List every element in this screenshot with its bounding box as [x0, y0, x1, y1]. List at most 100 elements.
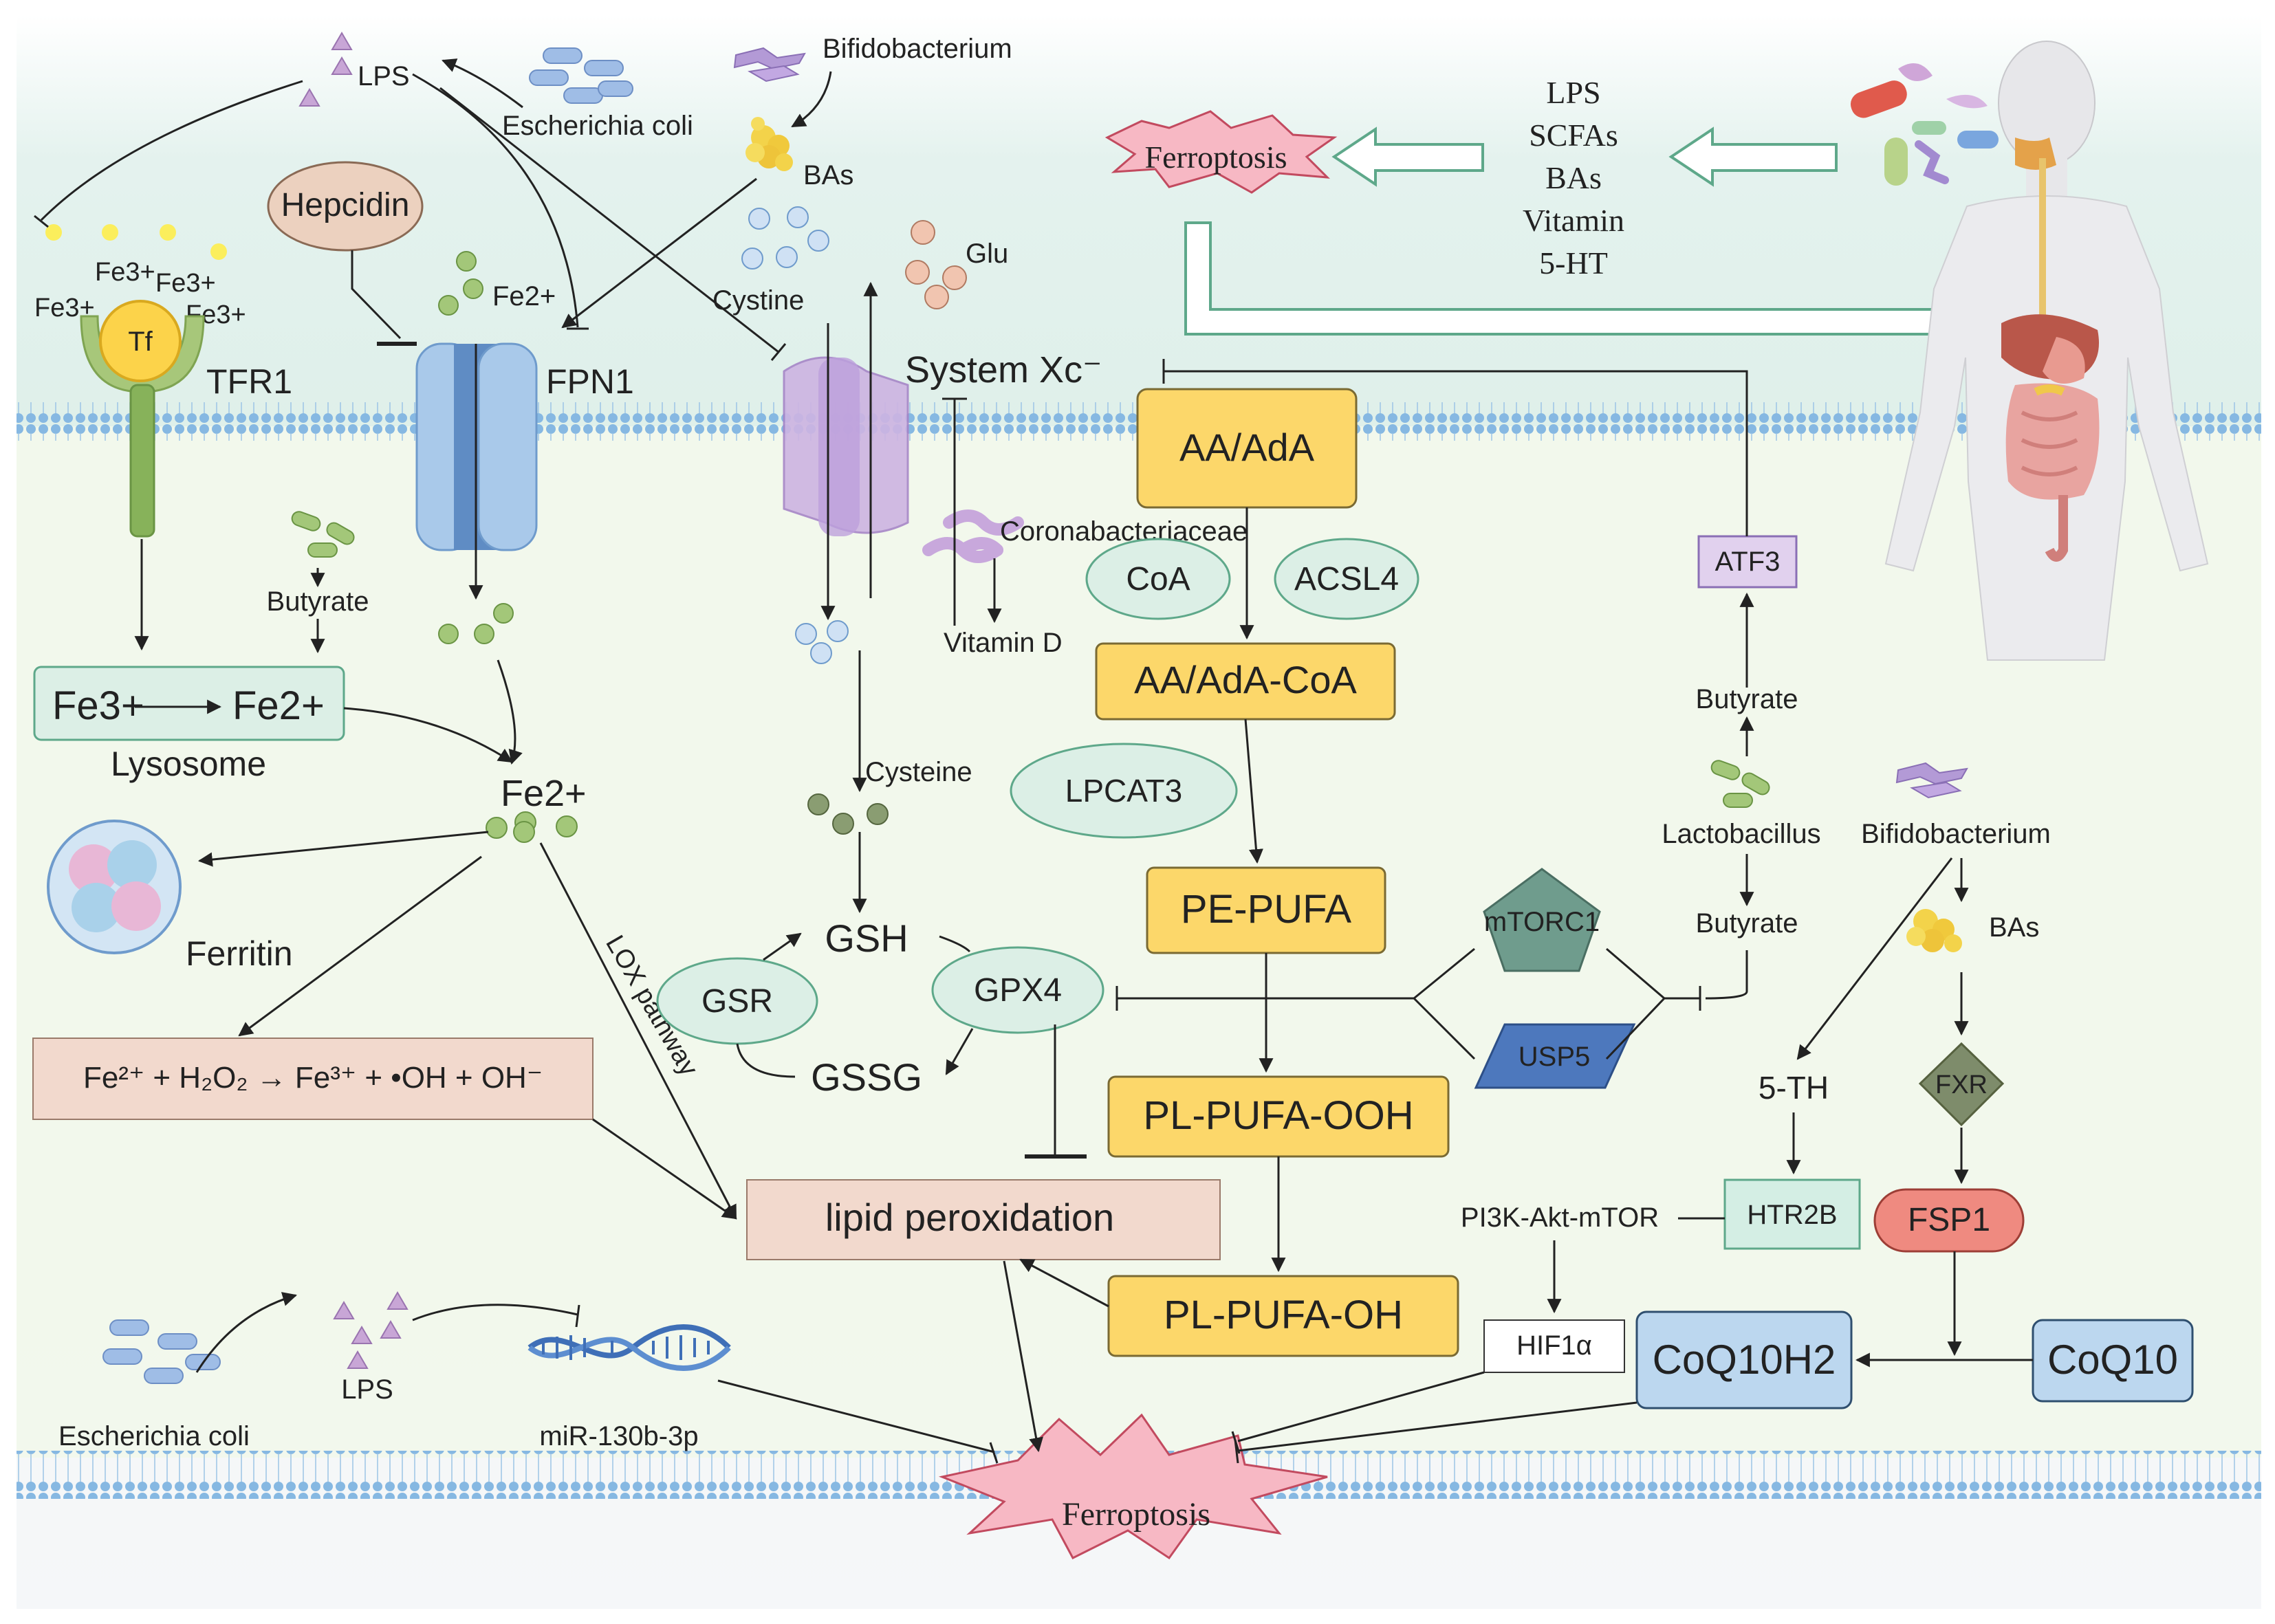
butyrate-label-right-bottom: Butyrate [1696, 908, 1798, 939]
svg-text:SCFAs: SCFAs [1529, 118, 1618, 153]
iron-dots-yellow [45, 224, 227, 260]
tf-label: Tf [128, 327, 153, 357]
cystine-dots-inside [795, 620, 849, 664]
gpx4-label: GPX4 [974, 972, 1062, 1009]
escherichia-coli-label-bottom: Escherichia coli [58, 1421, 250, 1451]
iron-dots-green-top [438, 251, 483, 316]
acsl4-label: ACSL4 [1294, 561, 1399, 597]
system-xc-label: System Xc⁻ [905, 349, 1102, 391]
fenton-reaction-box [32, 1038, 594, 1120]
dna-helix-icon [527, 1324, 731, 1371]
metabolite-list: LPS SCFAs BAs Vitamin 5-HT [1523, 75, 1624, 281]
ferroptosis-label-bottom: Ferroptosis [1062, 1496, 1210, 1533]
vitamin-d-label: Vitamin D [944, 628, 1063, 658]
atf3-box [1697, 535, 1798, 589]
fe3-label-1: Fe3+ [95, 258, 155, 287]
bifidobacterium-label-right: Bifidobacterium [1861, 819, 2051, 849]
hepcidin-node [267, 161, 424, 252]
coa-label: CoA [1126, 561, 1190, 597]
coq10h2-label: CoQ10H2 [1653, 1337, 1836, 1383]
bacteria-icon-bottom [102, 1319, 221, 1384]
butyrate-label-right-top: Butyrate [1696, 684, 1798, 714]
bile-acid-icon [745, 117, 793, 171]
fe2-label-top: Fe2+ [492, 281, 556, 311]
coq10-label: CoQ10 [2047, 1337, 2178, 1383]
fe3-label-3: Fe3+ [155, 269, 216, 298]
system-xc-transporter [783, 356, 909, 536]
fpn1-label: FPN1 [546, 362, 634, 401]
fenton-reaction: Fe²⁺ + H₂O₂ → Fe³⁺ + •OH + OH⁻ [83, 1061, 543, 1095]
five-th-label: 5-TH [1759, 1070, 1829, 1106]
cysteine-label: Cysteine [865, 757, 972, 787]
fsp1-node [1873, 1188, 2025, 1253]
lpcat3-node [1010, 743, 1238, 839]
tfr1-receptor [80, 315, 205, 538]
lysosome-fe2-label: Fe2+ [232, 683, 325, 728]
mir-label: miR-130b-3p [539, 1421, 698, 1451]
ferroptosis-label-top: Ferroptosis [1145, 140, 1287, 175]
mtorc1-label: mTORC1 [1484, 907, 1600, 937]
aa-ada-label: AA/AdA [1179, 426, 1315, 469]
gsr-label: GSR [701, 983, 773, 1020]
lysosome-fe3-label: Fe3+ [52, 683, 144, 728]
hif1a-box [1483, 1319, 1625, 1373]
coa-node [1085, 538, 1231, 620]
svg-text:BAs: BAs [1545, 160, 1602, 195]
glu-label: Glu [966, 239, 1008, 269]
tfr1-label: TFR1 [206, 362, 292, 401]
lysosome-box [33, 666, 345, 741]
bas-label-top: BAs [803, 160, 853, 190]
bile-acid-icon-right [1906, 909, 1962, 952]
lps-label-top: LPS [358, 61, 410, 91]
atf3-label: ATF3 [1715, 547, 1781, 577]
acsl4-node [1274, 538, 1419, 620]
fxr-label: FXR [1935, 1071, 1988, 1099]
pe-pufa-label: PE-PUFA [1181, 887, 1351, 932]
usp5-node [1474, 1023, 1636, 1089]
fxr-node [1918, 1042, 2005, 1127]
iron-dots-green-mid [438, 603, 514, 644]
bifidobacterium-icon [733, 47, 806, 83]
lpcat3-label: LPCAT3 [1065, 773, 1182, 809]
hollow-arrow-left-2 [1668, 127, 1838, 187]
htr2b-label: HTR2B [1747, 1200, 1837, 1230]
ferroptosis-star-top [1104, 110, 1338, 194]
lps-label-bottom: LPS [341, 1374, 393, 1405]
hepcidin-label: Hepcidin [281, 187, 410, 223]
escherichia-coli-label-top: Escherichia coli [502, 111, 693, 141]
htr2b-box [1723, 1178, 1861, 1250]
pl-pufa-oh-box [1107, 1275, 1459, 1357]
coq10h2-box [1635, 1310, 1853, 1409]
gsh-label: GSH [825, 917, 908, 960]
lactobacillus-label: Lactobacillus [1662, 819, 1820, 849]
svg-text:Vitamin: Vitamin [1523, 203, 1624, 238]
human-body-icon [1884, 41, 2209, 661]
fe2-center-label: Fe2+ [501, 773, 587, 814]
svg-text:5-HT: 5-HT [1539, 245, 1608, 281]
bas-label-right: BAs [1989, 912, 2039, 943]
mtorc1-node [1483, 868, 1601, 972]
food-microbe-cluster [1850, 63, 1999, 186]
pi3k-label: PI3K-Akt-mTOR [1461, 1203, 1659, 1233]
lactobacillus-icon [1710, 760, 1770, 808]
ferritin-icon [47, 820, 182, 954]
lysosome-label: Lysosome [111, 745, 266, 783]
gpx4-node [931, 946, 1104, 1034]
ferritin-label: Ferritin [186, 934, 293, 973]
pl-pufa-oh-label: PL-PUFA-OH [1164, 1293, 1403, 1337]
aa-ada-coa-label: AA/AdA-CoA [1134, 658, 1357, 701]
bifidobacterium-label-top: Bifidobacterium [823, 34, 1012, 64]
cystine-dots [741, 206, 829, 270]
coronabacteriaceae-label: Coronabacteriaceae [1000, 516, 1248, 547]
lipid-peroxidation-label: lipid peroxidation [825, 1196, 1114, 1239]
coronabacteriaceae-icon [922, 509, 1024, 563]
svg-text:LPS: LPS [1546, 75, 1600, 110]
connectors [34, 58, 2033, 1464]
glu-dots [905, 220, 967, 309]
butyrate-label-left: Butyrate [267, 586, 369, 617]
usp5-label: USP5 [1519, 1042, 1591, 1072]
cysteine-dots [807, 793, 889, 835]
bifidobacterium-icon-right [1895, 762, 1968, 799]
lps-triangle-icon [298, 32, 353, 107]
